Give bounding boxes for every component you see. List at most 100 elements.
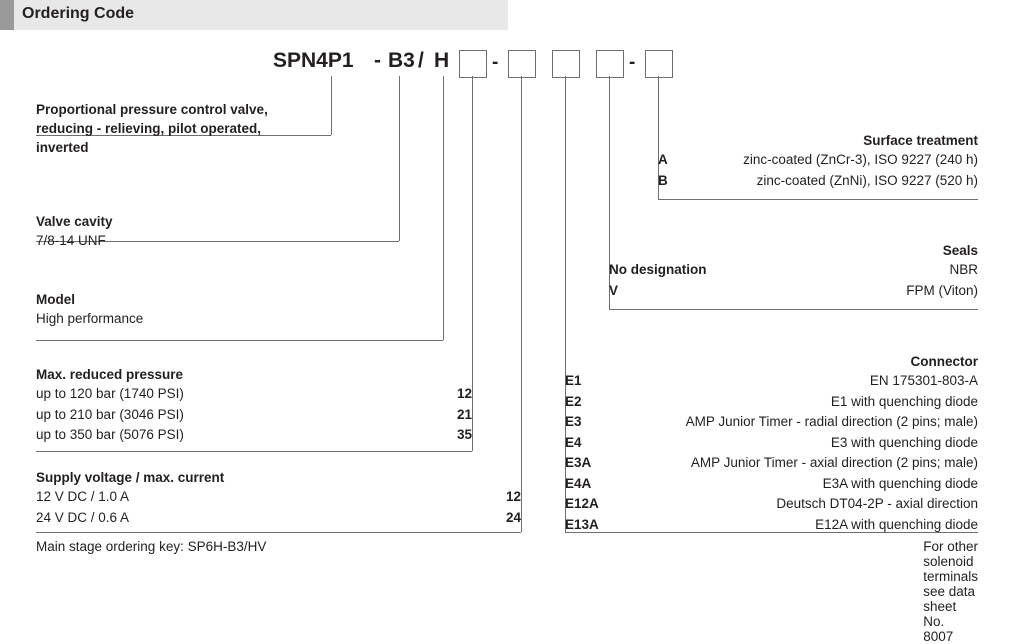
leader-line-model-h (36, 340, 443, 341)
header-accent-bar (0, 0, 14, 30)
block-seals: Seals No designation NBR V FPM (Viton) (609, 241, 978, 301)
valve-cavity-title: Valve cavity (36, 214, 113, 229)
leader-line-connector-v (565, 76, 566, 532)
leader-line-pressure-v (472, 76, 473, 451)
pressure-code-3: 35 (456, 427, 472, 442)
seals-label-2: FPM (Viton) (906, 282, 978, 298)
description-line-1: Proportional pressure control valve, (36, 102, 268, 117)
connector-label-6: E3A with quenching diode (822, 475, 978, 491)
code-box-seals[interactable] (596, 50, 624, 78)
ordering-code-dash-2: - (492, 52, 499, 73)
footer-right-note: For other solenoid terminals see data sh… (923, 539, 979, 644)
ordering-code-letter: H (434, 49, 450, 72)
connector-label-7: Deutsch DT04-2P - axial direction (776, 496, 978, 511)
leader-line-description-h (36, 135, 331, 136)
surface-treatment-title: Surface treatment (863, 133, 978, 148)
block-valve-cavity: Valve cavity 7/8-14 UNF (36, 212, 376, 250)
block-max-reduced-pressure: Max. reduced pressure up to 120 bar (174… (36, 365, 472, 446)
voltage-code-1: 12 (505, 489, 521, 504)
leader-line-seals-h (609, 309, 978, 310)
seals-label-1: NBR (949, 262, 978, 277)
block-surface-treatment: Surface treatment A zinc-coated (ZnCr-3)… (658, 131, 978, 191)
leader-line-surface-v (658, 76, 659, 199)
table-row: 12 V DC / 1.0 A 12 (36, 487, 521, 508)
pressure-code-2: 21 (456, 406, 472, 422)
connector-label-3: AMP Junior Timer - radial direction (2 p… (685, 414, 978, 429)
code-box-pressure[interactable] (459, 50, 487, 78)
table-row: A zinc-coated (ZnCr-3), ISO 9227 (240 h) (658, 150, 978, 171)
max-reduced-pressure-title: Max. reduced pressure (36, 367, 184, 382)
pressure-code-1: 12 (456, 386, 472, 401)
page-header: Ordering Code (0, 0, 1028, 30)
ordering-code-prefix: SPN4P1 (273, 49, 354, 72)
table-row: E4A E3A with quenching diode (565, 474, 978, 495)
block-description: Proportional pressure control valve, red… (36, 100, 356, 157)
leader-line-voltage-v (521, 76, 522, 532)
ordering-code-dash-3: - (629, 52, 636, 73)
table-row: E2 E1 with quenching diode (565, 392, 978, 413)
table-row: up to 210 bar (3046 PSI) 21 (36, 405, 472, 426)
footer-left-note: Main stage ordering key: SP6H-B3/HV (36, 539, 267, 554)
connector-code-2: E2 (565, 393, 582, 409)
leader-line-description-v (331, 76, 332, 135)
surface-code-1: A (658, 152, 668, 167)
connector-label-5: AMP Junior Timer - axial direction (2 pi… (690, 455, 978, 470)
surface-label-2: zinc-coated (ZnNi), ISO 9227 (520 h) (756, 172, 978, 188)
code-box-connector[interactable] (552, 50, 580, 78)
leader-line-seals-v (609, 76, 610, 309)
table-row: B zinc-coated (ZnNi), ISO 9227 (520 h) (658, 171, 978, 192)
block-model: Model High performance (36, 290, 376, 328)
surface-label-1: zinc-coated (ZnCr-3), ISO 9227 (240 h) (743, 152, 978, 167)
table-row: V FPM (Viton) (609, 281, 978, 302)
description-line-3: inverted (36, 140, 89, 155)
ordering-code-dash-1: - (374, 49, 381, 72)
connector-code-1: E1 (565, 373, 582, 388)
ordering-code-cavity: B3 (388, 49, 415, 72)
connector-label-8: E12A with quenching diode (815, 516, 978, 532)
table-row: up to 120 bar (1740 PSI) 12 (36, 384, 472, 405)
pressure-label-1: up to 120 bar (1740 PSI) (36, 386, 184, 401)
block-connector: Connector E1 EN 175301-803-A E2 E1 with … (565, 352, 978, 535)
connector-code-6: E4A (565, 475, 592, 491)
connector-code-8: E13A (565, 516, 599, 532)
seals-title: Seals (942, 243, 978, 258)
page-title: Ordering Code (22, 5, 135, 22)
pressure-label-3: up to 350 bar (5076 PSI) (36, 427, 184, 442)
table-row: E1 EN 175301-803-A (565, 371, 978, 392)
surface-code-2: B (658, 172, 668, 188)
table-row: 24 V DC / 0.6 A 24 (36, 508, 521, 529)
connector-code-3: E3 (565, 414, 582, 429)
ordering-code-slash: / (418, 49, 424, 72)
voltage-label-2: 24 V DC / 0.6 A (36, 509, 130, 525)
pressure-label-2: up to 210 bar (3046 PSI) (36, 406, 184, 422)
block-supply-voltage: Supply voltage / max. current 12 V DC / … (36, 468, 521, 528)
voltage-label-1: 12 V DC / 1.0 A (36, 489, 130, 504)
connector-label-4: E3 with quenching diode (830, 434, 978, 450)
seals-code-2: V (609, 282, 619, 298)
table-row: No designation NBR (609, 260, 978, 281)
connector-title: Connector (910, 354, 979, 369)
leader-line-connector-h (565, 532, 978, 533)
table-row: E13A E12A with quenching diode (565, 515, 978, 536)
table-row: E3 AMP Junior Timer - radial direction (… (565, 412, 978, 433)
table-row: E4 E3 with quenching diode (565, 433, 978, 454)
valve-cavity-value: 7/8-14 UNF (36, 233, 106, 248)
model-title: Model (36, 292, 75, 307)
voltage-code-2: 24 (505, 509, 521, 525)
leader-line-cavity-h (36, 241, 399, 242)
code-box-surface-treatment[interactable] (645, 50, 673, 78)
leader-line-pressure-h (36, 451, 472, 452)
connector-label-2: E1 with quenching diode (830, 393, 978, 409)
header-white-tail (508, 0, 1028, 30)
connector-code-7: E12A (565, 496, 599, 511)
model-value: High performance (36, 311, 144, 326)
leader-line-voltage-h (36, 532, 521, 533)
connector-code-4: E4 (565, 434, 582, 450)
code-box-voltage[interactable] (508, 50, 536, 78)
connector-code-5: E3A (565, 455, 592, 470)
table-row: E12A Deutsch DT04-2P - axial direction (565, 494, 978, 515)
leader-line-surface-h (658, 199, 978, 200)
supply-voltage-title: Supply voltage / max. current (36, 470, 225, 485)
table-row: E3A AMP Junior Timer - axial direction (… (565, 453, 978, 474)
table-row: up to 350 bar (5076 PSI) 35 (36, 425, 472, 446)
